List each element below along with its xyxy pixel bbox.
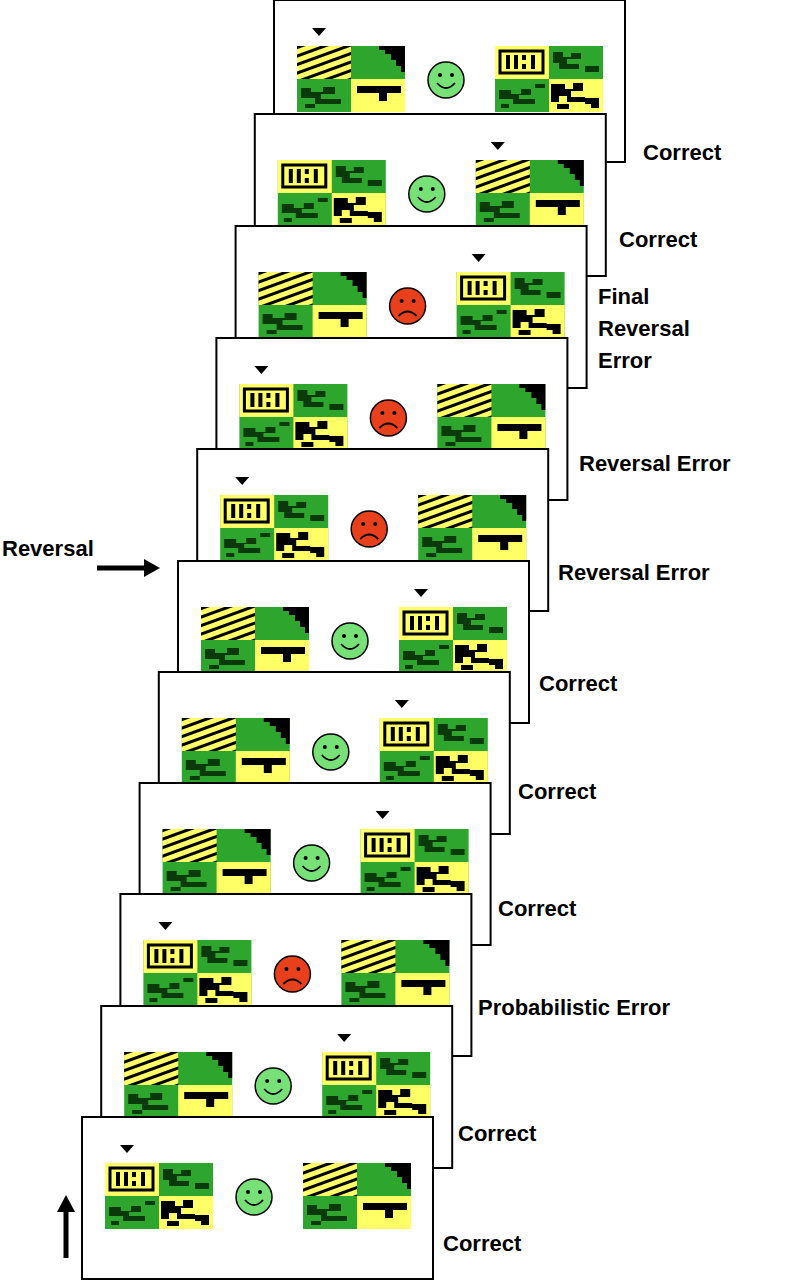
stimulus-right [380, 718, 488, 784]
choice-marker [254, 366, 268, 374]
face-eye [354, 634, 358, 638]
trial-label: Correct [619, 227, 697, 253]
stimulus-right [322, 1052, 430, 1118]
stimulus-left [124, 1052, 232, 1118]
stimulus-left [259, 272, 367, 338]
face-eye [450, 73, 454, 77]
stimulus-left [105, 1163, 213, 1229]
stimulus-right [476, 160, 584, 226]
happy-face [236, 1179, 272, 1215]
stimulus-right [341, 940, 449, 1006]
choice-marker [395, 700, 409, 708]
choice-marker [414, 589, 428, 597]
face-eye [380, 411, 384, 415]
choice-marker [312, 28, 326, 36]
screen-frame [82, 1117, 433, 1279]
trial-label: Final Reversal Error [598, 281, 708, 377]
stimulus-right [303, 1163, 411, 1229]
face-eye [277, 1079, 281, 1083]
face-eye [316, 856, 320, 860]
face-eye [419, 187, 423, 191]
sad-face [370, 400, 406, 436]
sad-face [390, 288, 426, 324]
face-mouth [399, 312, 417, 317]
face-mouth [418, 197, 436, 202]
face-eye [323, 745, 327, 749]
face-eye [438, 73, 442, 77]
face-eye [265, 1079, 269, 1083]
trial-label: Reversal Error [558, 560, 710, 586]
choice-marker [472, 254, 486, 262]
trial-screen [82, 1117, 433, 1279]
sad-face [274, 956, 310, 992]
trial-label: Correct [643, 140, 721, 166]
trial-label: Reversal [2, 536, 94, 562]
choice-marker [120, 1145, 134, 1153]
face-eye [400, 299, 404, 303]
trial-label: Probabilistic Error [478, 995, 670, 1021]
stimulus-left [239, 384, 347, 450]
stimulus-right [495, 46, 603, 112]
stimulus-left [182, 718, 290, 784]
choice-marker [235, 477, 249, 485]
trial-label: Correct [518, 779, 596, 805]
happy-face [409, 176, 445, 212]
face-mouth [360, 535, 378, 540]
reversal-arrow-shaft [97, 566, 150, 571]
happy-face [428, 62, 464, 98]
face-eye [373, 522, 377, 526]
face-eye [296, 967, 300, 971]
choice-marker [376, 811, 390, 819]
face-eye [246, 1190, 250, 1194]
face-eye [431, 187, 435, 191]
face-mouth [283, 980, 301, 985]
happy-face [255, 1068, 291, 1104]
happy-face [294, 845, 330, 881]
face-eye [284, 967, 288, 971]
face-mouth [437, 83, 455, 88]
happy-face [313, 734, 349, 770]
face-eye [335, 745, 339, 749]
time-arrow-shaft [64, 1208, 69, 1258]
face-eye [412, 299, 416, 303]
face-mouth [245, 1200, 263, 1205]
stimulus-left [163, 829, 271, 895]
face-mouth [264, 1089, 282, 1094]
face-mouth [379, 424, 397, 429]
stimulus-right [437, 384, 545, 450]
sad-face [351, 511, 387, 547]
happy-face [332, 623, 368, 659]
trial-label: Correct [539, 671, 617, 697]
choice-marker [158, 922, 172, 930]
face-eye [342, 634, 346, 638]
face-eye [392, 411, 396, 415]
choice-marker [491, 142, 505, 150]
reversal-arrow-head [144, 559, 160, 577]
stimulus-left [278, 160, 386, 226]
trial-label: Correct [458, 1121, 536, 1147]
stimulus-left [143, 940, 251, 1006]
face-eye [258, 1190, 262, 1194]
face-eye [304, 856, 308, 860]
stimulus-right [418, 495, 526, 561]
stimulus-right [361, 829, 469, 895]
choice-marker [337, 1034, 351, 1042]
stimulus-right [399, 607, 507, 673]
face-mouth [303, 866, 321, 871]
stimulus-left [297, 46, 405, 112]
trial-label: Correct [443, 1231, 521, 1257]
trial-label: Reversal Error [579, 451, 731, 477]
stimulus-right [457, 272, 565, 338]
face-mouth [341, 644, 359, 649]
time-arrow-head [57, 1195, 75, 1212]
stimulus-left [201, 607, 309, 673]
stimulus-left [220, 495, 328, 561]
face-eye [361, 522, 365, 526]
face-mouth [322, 755, 340, 760]
trial-label: Correct [498, 896, 576, 922]
